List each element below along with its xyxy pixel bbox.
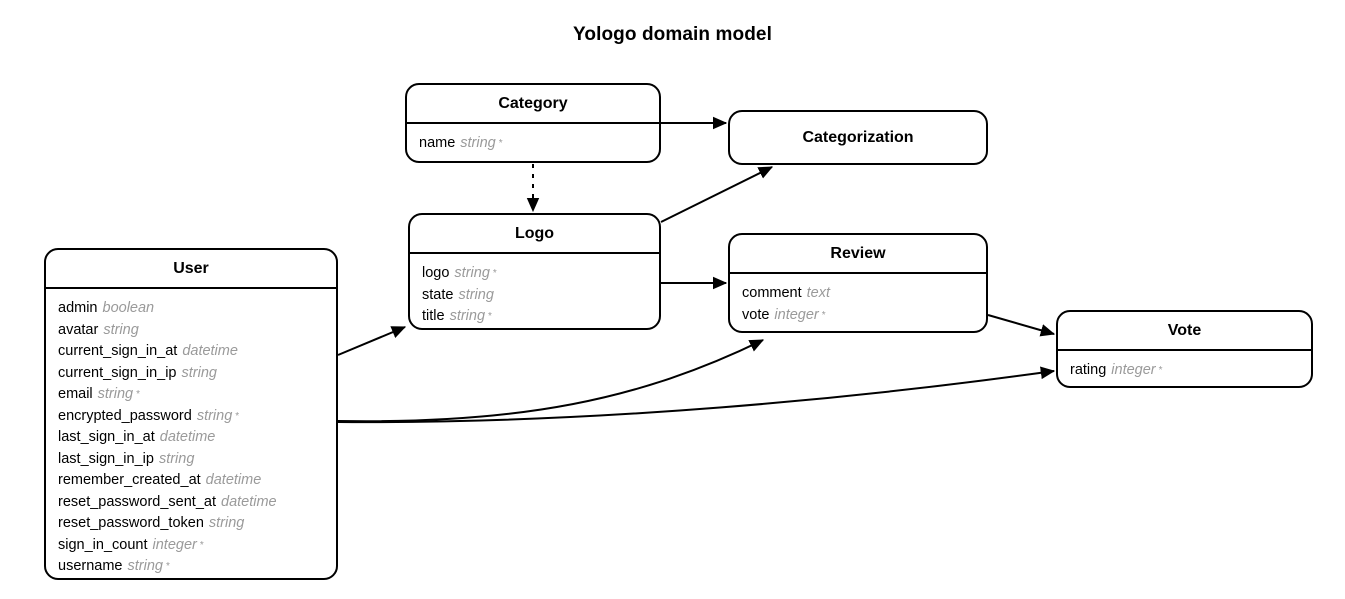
attribute-type: string (127, 558, 163, 574)
attribute-name: email (58, 386, 93, 402)
entity-logo-title: Logo (410, 215, 659, 254)
attribute-row: reset_password_sent_at datetime (58, 492, 336, 514)
attribute-name: last_sign_in_at (58, 429, 155, 445)
attribute-name: name (419, 135, 456, 151)
required-marker: * (498, 138, 503, 149)
attribute-type: datetime (159, 429, 216, 445)
edge-review-to-vote (987, 314, 1056, 337)
attribute-name: admin (58, 300, 98, 316)
attribute-name: title (422, 308, 445, 324)
attribute-type: integer (774, 306, 819, 323)
required-marker: * (1158, 365, 1163, 376)
attribute-type: string (158, 450, 195, 467)
entity-categorization-title: Categorization (802, 128, 914, 146)
attribute-type: boolean (102, 300, 155, 316)
attribute-name: encrypted_password (58, 407, 192, 424)
required-marker: * (199, 539, 204, 551)
attribute-name: sign_in_count (58, 536, 148, 553)
attribute-type: string (196, 407, 233, 424)
attribute-name: vote (742, 306, 770, 323)
attribute-type: string (460, 135, 496, 151)
entity-categorization[interactable]: Categorization (728, 110, 988, 165)
edge-user-to-review (337, 339, 765, 423)
attribute-name: logo (422, 265, 450, 281)
edge-logo-to-categorization (660, 166, 774, 223)
attribute-name: last_sign_in_ip (58, 450, 154, 467)
attribute-name: reset_password_token (58, 515, 204, 531)
required-marker: * (492, 268, 497, 279)
attribute-type: datetime (182, 343, 238, 359)
attribute-type: text (806, 285, 831, 301)
attribute-name: remember_created_at (58, 472, 201, 488)
attribute-type: datetime (221, 493, 277, 510)
attribute-name: current_sign_in_ip (58, 364, 177, 381)
entity-user-title: User (46, 250, 336, 289)
required-marker: * (165, 561, 170, 572)
required-marker: * (488, 311, 492, 322)
attribute-name: comment (742, 285, 802, 301)
attribute-type: string (449, 308, 486, 324)
required-marker: * (821, 309, 826, 321)
attribute-type: datetime (205, 472, 262, 488)
attribute-type: string (208, 515, 245, 531)
attribute-name: current_sign_in_at (58, 343, 178, 359)
entity-review-title: Review (730, 235, 986, 274)
required-marker: * (235, 410, 240, 422)
attribute-name: username (58, 558, 123, 574)
edge-user-to-logo (337, 326, 407, 356)
attribute-type: string (454, 265, 490, 281)
attribute-type: string (97, 386, 134, 402)
attribute-name: rating (1070, 362, 1107, 378)
attribute-type: string (103, 321, 139, 338)
attribute-type: integer (1111, 362, 1156, 378)
attribute-name: avatar (58, 321, 99, 338)
attribute-type: string (181, 364, 217, 381)
page-title: Yologo domain model (573, 24, 772, 45)
attribute-type: integer (152, 536, 197, 553)
entity-vote-title: Vote (1058, 312, 1311, 351)
attribute-type: string (458, 286, 494, 303)
edge-user-to-vote (337, 366, 1056, 424)
entity-category-title: Category (407, 85, 659, 124)
attribute-name: state (422, 286, 454, 303)
attribute-name: reset_password_sent_at (58, 493, 216, 510)
required-marker: * (136, 389, 141, 400)
